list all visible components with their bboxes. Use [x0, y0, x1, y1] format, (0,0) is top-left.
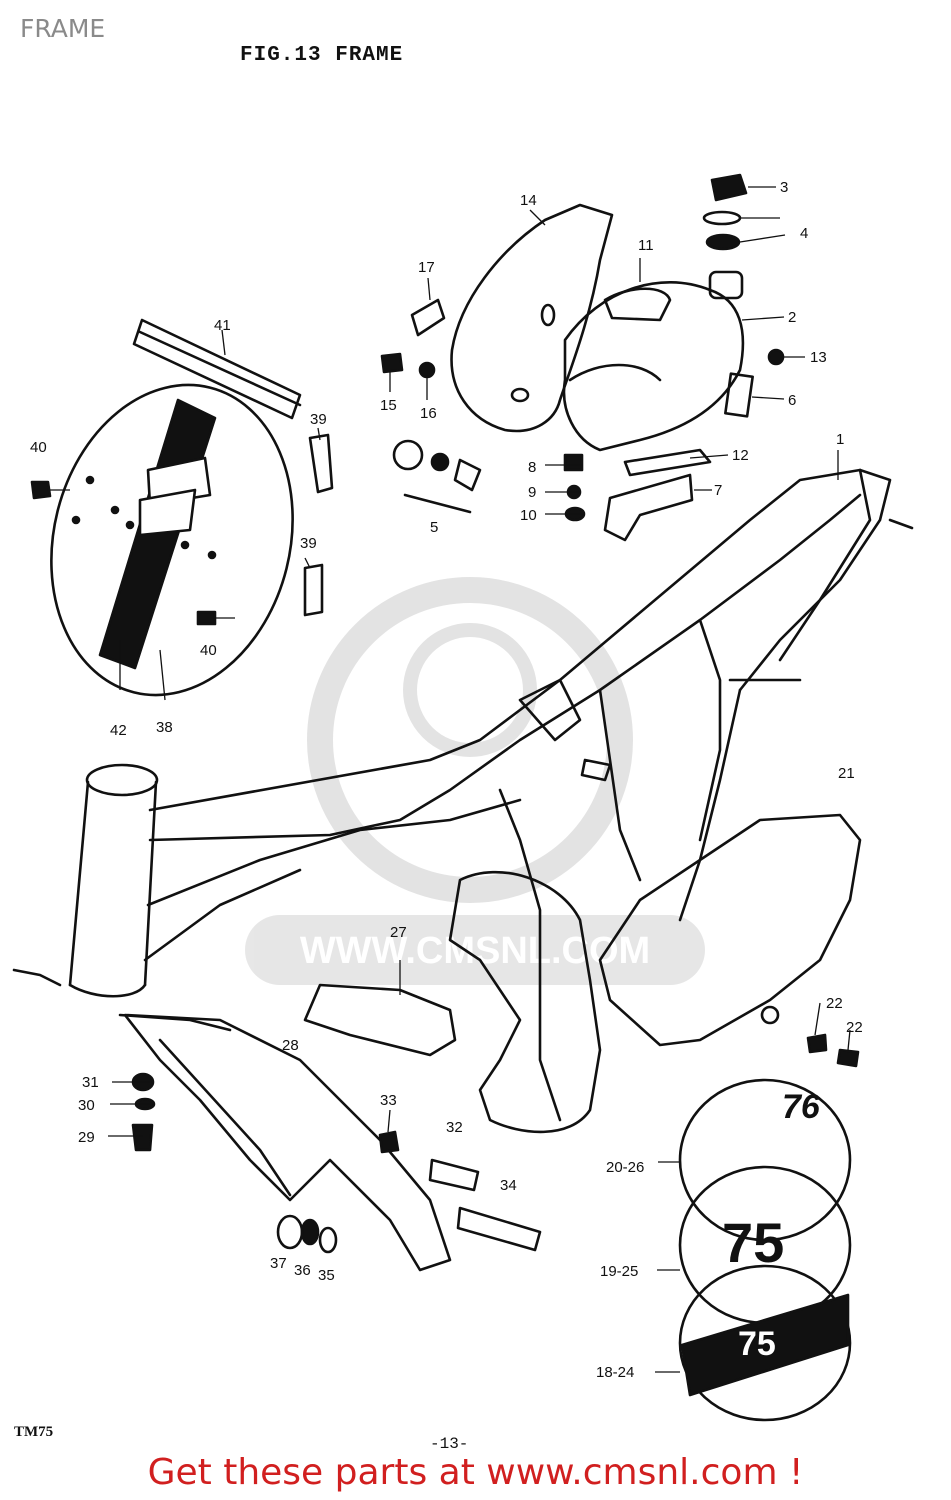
emblem-17: [410, 298, 446, 337]
plate-bracket-upper: [308, 433, 334, 494]
callout-31: 31: [82, 1074, 99, 1091]
watermark-text: WWW.CMSNL.COM: [300, 930, 650, 972]
callout-18-24: 18-24: [596, 1364, 634, 1381]
callout-41: 41: [214, 317, 231, 334]
bolt-34-lower: [456, 1206, 542, 1252]
nut-13: [767, 348, 785, 366]
callout-10: 10: [520, 507, 537, 524]
page-label: FRAME: [20, 14, 106, 43]
bolt-22-upper: [806, 1033, 828, 1054]
washer-16: [418, 361, 436, 379]
callout-21: 21: [838, 765, 855, 782]
cta-link-text[interactable]: Get these parts at www.cmsnl.com !: [147, 1452, 804, 1493]
callout-40-lower: 40: [200, 642, 217, 659]
fuel-cap: [710, 173, 748, 202]
engine-cover: [598, 813, 862, 1047]
bolt-8: [563, 453, 584, 472]
callout-30: 30: [78, 1097, 95, 1114]
callout-40-upper: 40: [30, 439, 47, 456]
plate-bracket-lower: [303, 563, 324, 617]
bolt-34-upper: [428, 1158, 480, 1192]
callout-19-25: 19-25: [600, 1263, 638, 1280]
callout-14: 14: [520, 192, 537, 209]
callout-9: 9: [528, 484, 536, 501]
tank-side-cover: [450, 203, 614, 433]
plate-bolt-lower: [196, 610, 217, 626]
main-frame: [12, 468, 914, 1134]
callout-5: 5: [430, 519, 438, 536]
figure-title: FIG.13 FRAME: [240, 44, 404, 67]
callout-35: 35: [318, 1267, 335, 1284]
swing-arm: [123, 1013, 452, 1272]
callout-37: 37: [270, 1255, 287, 1272]
nut-33: [378, 1130, 400, 1154]
rubber-12: [623, 448, 712, 477]
callout-38: 38: [156, 719, 173, 736]
callout-15: 15: [380, 397, 397, 414]
model-code: TM75: [14, 1424, 54, 1440]
decal-20-26: [678, 1078, 852, 1242]
callout-16: 16: [420, 405, 437, 422]
callout-27: 27: [390, 924, 407, 941]
decal-18-24: [678, 1264, 852, 1422]
plate-bolt-upper: [30, 480, 52, 500]
callout-2: 2: [788, 309, 796, 326]
callout-20-26: 20-26: [606, 1159, 644, 1176]
decal-number-75: 75: [722, 1211, 784, 1274]
watermark: WWW.CMSNL.COM: [245, 577, 705, 985]
plate-strap: [132, 318, 302, 420]
number-plate: [50, 383, 294, 697]
callout-42: 42: [110, 722, 127, 739]
decal-number-76: 76: [782, 1088, 821, 1126]
callout-7: 7: [714, 482, 722, 499]
callout-6: 6: [788, 392, 796, 409]
callout-22-lower: 22: [846, 1019, 863, 1036]
callout-39-lower: 39: [300, 535, 317, 552]
fuel-cock: [392, 439, 482, 514]
fuel-tank: [562, 270, 745, 452]
washer-36: [300, 1218, 320, 1246]
callout-8: 8: [528, 459, 536, 476]
decal-number-75-inverse: 75: [738, 1325, 776, 1363]
tank-bracket: [603, 473, 694, 542]
page-number: -13-: [430, 1435, 469, 1453]
exploded-parts-diagram: WWW.CMSNL.COM: [12, 173, 914, 1422]
nut-35: [318, 1226, 338, 1254]
callout-3: 3: [780, 179, 788, 196]
bolt-22-lower: [836, 1048, 860, 1068]
cap-gasket: [702, 210, 742, 226]
cap-washer: [705, 233, 741, 251]
bushing-37: [276, 1214, 304, 1250]
callout-4: 4: [800, 225, 808, 242]
callout-22-upper: 22: [826, 995, 843, 1012]
callout-32: 32: [446, 1119, 463, 1136]
callout-13: 13: [810, 349, 827, 366]
callout-29: 29: [78, 1129, 95, 1146]
callout-28: 28: [282, 1037, 299, 1054]
tank-cushion: [724, 372, 754, 418]
callout-12: 12: [732, 447, 749, 464]
callout-11: 11: [638, 237, 654, 254]
callout-34: 34: [500, 1177, 517, 1194]
callout-17: 17: [418, 259, 435, 276]
bolt-29: [131, 1123, 154, 1152]
callout-33: 33: [380, 1092, 397, 1109]
callout-39-upper: 39: [310, 411, 327, 428]
screw-15: [380, 352, 404, 374]
callout-1: 1: [836, 431, 844, 448]
callout-36: 36: [294, 1262, 311, 1279]
mud-guard: [303, 983, 457, 1057]
